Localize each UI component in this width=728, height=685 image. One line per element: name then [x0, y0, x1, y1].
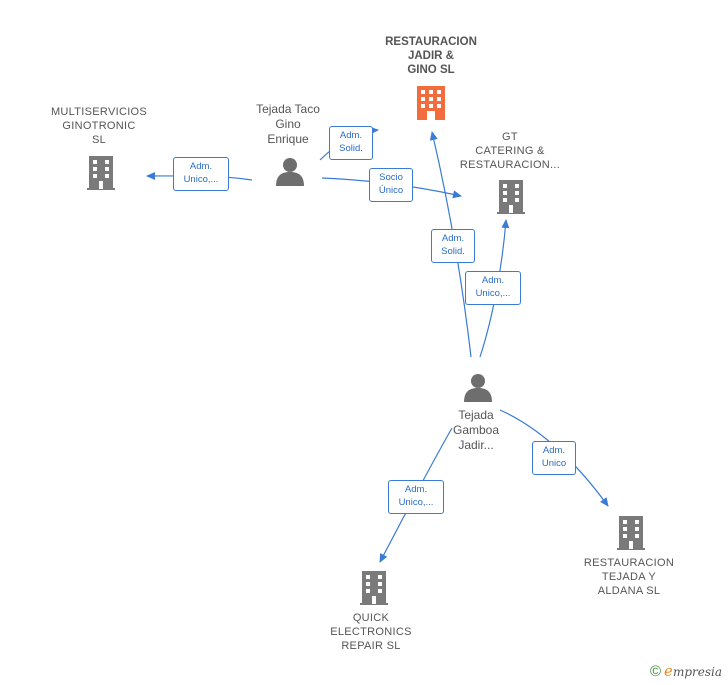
- person-icon-gamboa[interactable]: [464, 374, 492, 402]
- label-restauracion-jadir[interactable]: RESTAURACION JADIR & GINO SL: [385, 36, 477, 76]
- label-restauracion-tejada[interactable]: RESTAURACION TEJADA Y ALDANA SL: [583, 557, 675, 597]
- building-icon-gt-catering[interactable]: [497, 180, 525, 214]
- edge-label-taco-multiservicios: Adm. Unico,...: [173, 157, 229, 191]
- edge-label-gamboa-gt: Adm. Unico,...: [465, 271, 521, 305]
- label-person-taco[interactable]: Tejada Taco Gino Enrique: [256, 102, 320, 146]
- edge-label-gamboa-jadir: Adm. Solid.: [431, 229, 475, 263]
- copyright-icon: ©: [649, 662, 662, 680]
- building-icon-restauracion-tejada[interactable]: [617, 516, 645, 550]
- building-icon-quick-electronics[interactable]: [360, 571, 388, 605]
- building-icon-restauracion-jadir[interactable]: [417, 86, 445, 120]
- person-icon-taco[interactable]: [276, 158, 304, 186]
- edge-label-gamboa-tejada: Adm. Unico: [532, 441, 576, 475]
- label-quick-electronics[interactable]: QUICK ELECTRONICS REPAIR SL: [330, 612, 412, 652]
- building-icon-multiservicios[interactable]: [87, 156, 115, 190]
- label-gt-catering[interactable]: GT CATERING & RESTAURACION...: [459, 131, 561, 171]
- edge-label-gamboa-quick: Adm. Unico,...: [388, 480, 444, 514]
- label-person-gamboa[interactable]: Tejada Gamboa Jadir...: [452, 408, 500, 452]
- label-multiservicios[interactable]: MULTISERVICIOS GINOTRONIC SL: [50, 106, 148, 146]
- edge-label-taco-jadir: Adm. Solid.: [329, 126, 373, 160]
- brand-logo: empresia: [664, 662, 722, 680]
- brand-watermark: © empresia: [650, 662, 722, 680]
- edge-label-taco-gt: Socio Único: [369, 168, 413, 202]
